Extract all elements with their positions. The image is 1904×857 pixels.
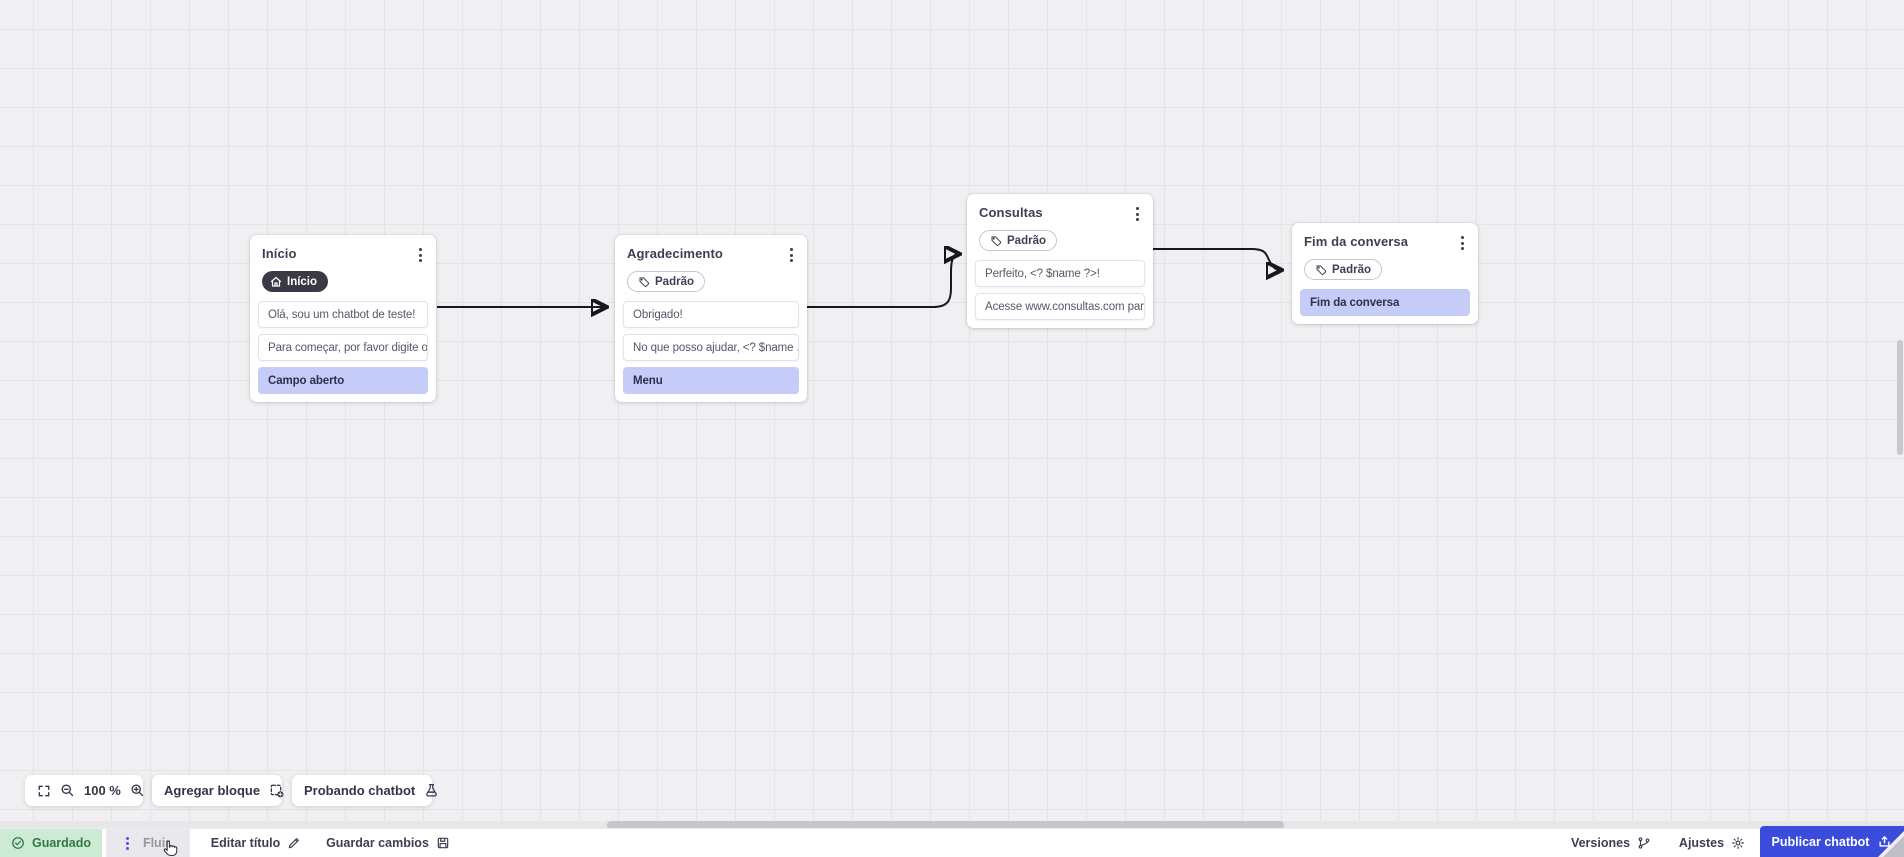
badge-label: Padrão	[1007, 234, 1046, 247]
node-message[interactable]: Perfeito, <? $name ?>!	[975, 260, 1145, 287]
flow-node-agradecimento[interactable]: Agradecimento Padrão Obrigado! No que po…	[615, 235, 807, 402]
fullscreen-icon[interactable]	[37, 784, 51, 798]
edge-consultas-fim	[1153, 248, 1280, 270]
corner-wedge	[1883, 836, 1904, 857]
drag-handle-icon[interactable]	[125, 836, 129, 850]
node-badge-inicio: Início	[262, 271, 329, 292]
edge-agradecimento-consultas	[807, 254, 958, 308]
flow-node-inicio[interactable]: Início Início Olá, sou um chatbot de tes…	[250, 235, 436, 402]
kebab-menu-icon[interactable]	[1132, 205, 1143, 223]
versions-label: Versiones	[1570, 836, 1631, 850]
saved-status-badge: Guardado	[0, 829, 102, 857]
settings-button[interactable]: Ajustes	[1672, 829, 1752, 857]
vertical-scrollbar-thumb[interactable]	[1897, 340, 1903, 455]
node-output[interactable]: Menu	[623, 367, 799, 394]
edit-title-button[interactable]: Editar título	[200, 829, 312, 857]
node-badge-padrao: Padrão	[979, 230, 1057, 251]
test-chatbot-label: Probando chatbot	[304, 783, 416, 798]
flask-icon	[424, 783, 439, 798]
node-title: Fim da conversa	[1304, 234, 1409, 249]
pencil-icon	[288, 838, 300, 849]
badge-label: Início	[287, 275, 318, 288]
saved-status-label: Guardado	[31, 836, 92, 850]
add-block-icon	[269, 783, 285, 799]
gear-icon	[1732, 837, 1745, 849]
save-changes-label: Guardar cambios	[326, 836, 429, 850]
horizontal-scrollbar-thumb[interactable]	[607, 821, 1284, 829]
node-title: Agradecimento	[627, 246, 723, 261]
node-badge-padrao: Padrão	[627, 271, 705, 292]
node-output[interactable]: Fim da conversa	[1300, 289, 1470, 316]
tag-icon	[1316, 264, 1327, 275]
tag-icon	[991, 235, 1002, 246]
node-message[interactable]: Para começar, por favor digite o ...	[258, 334, 428, 361]
kebab-menu-icon[interactable]	[415, 246, 426, 264]
kebab-menu-icon[interactable]	[1457, 234, 1468, 252]
node-message[interactable]: No que posso ajudar, <? $name ...	[623, 334, 799, 361]
add-block-button[interactable]: Agregar bloque	[152, 775, 285, 806]
zoom-level: 100 %	[84, 783, 121, 798]
node-badge-padrao: Padrão	[1304, 259, 1382, 280]
zoom-toolbar: 100 %	[25, 775, 145, 806]
save-changes-button[interactable]: Guardar cambios	[324, 829, 452, 857]
node-title: Início	[262, 246, 297, 261]
home-icon	[270, 276, 282, 287]
flow-node-fim[interactable]: Fim da conversa Padrão Fim da conversa	[1292, 223, 1478, 324]
save-icon	[437, 837, 449, 849]
versions-button[interactable]: Versiones	[1563, 829, 1659, 857]
badge-label: Padrão	[1332, 263, 1371, 276]
tag-icon	[639, 276, 650, 287]
zoom-in-icon[interactable]	[130, 783, 145, 798]
node-title: Consultas	[979, 205, 1043, 220]
git-branch-icon	[1638, 837, 1650, 849]
test-chatbot-button[interactable]: Probando chatbot	[292, 775, 438, 806]
tab-fluir-label: Fluir	[142, 836, 171, 850]
kebab-menu-icon[interactable]	[786, 246, 797, 264]
settings-label: Ajustes	[1678, 836, 1725, 850]
publish-chatbot-label: Publicar chatbot	[1771, 834, 1870, 849]
horizontal-scrollbar[interactable]	[0, 821, 1904, 829]
node-output[interactable]: Campo aberto	[258, 367, 428, 394]
status-bar: Guardado Fluir Editar título Guardar cam…	[0, 826, 1904, 857]
node-message[interactable]: Olá, sou um chatbot de teste!	[258, 301, 428, 328]
zoom-out-icon[interactable]	[60, 783, 75, 798]
flow-node-consultas[interactable]: Consultas Padrão Perfeito, <? $name ?>! …	[967, 194, 1153, 328]
badge-label: Padrão	[655, 275, 694, 288]
node-message[interactable]: Obrigado!	[623, 301, 799, 328]
add-block-label: Agregar bloque	[164, 783, 261, 798]
node-message[interactable]: Acesse www.consultas.com par...	[975, 293, 1145, 320]
tab-fluir[interactable]: Fluir	[106, 829, 190, 857]
edit-title-label: Editar título	[210, 836, 281, 850]
check-circle-icon	[12, 837, 24, 849]
